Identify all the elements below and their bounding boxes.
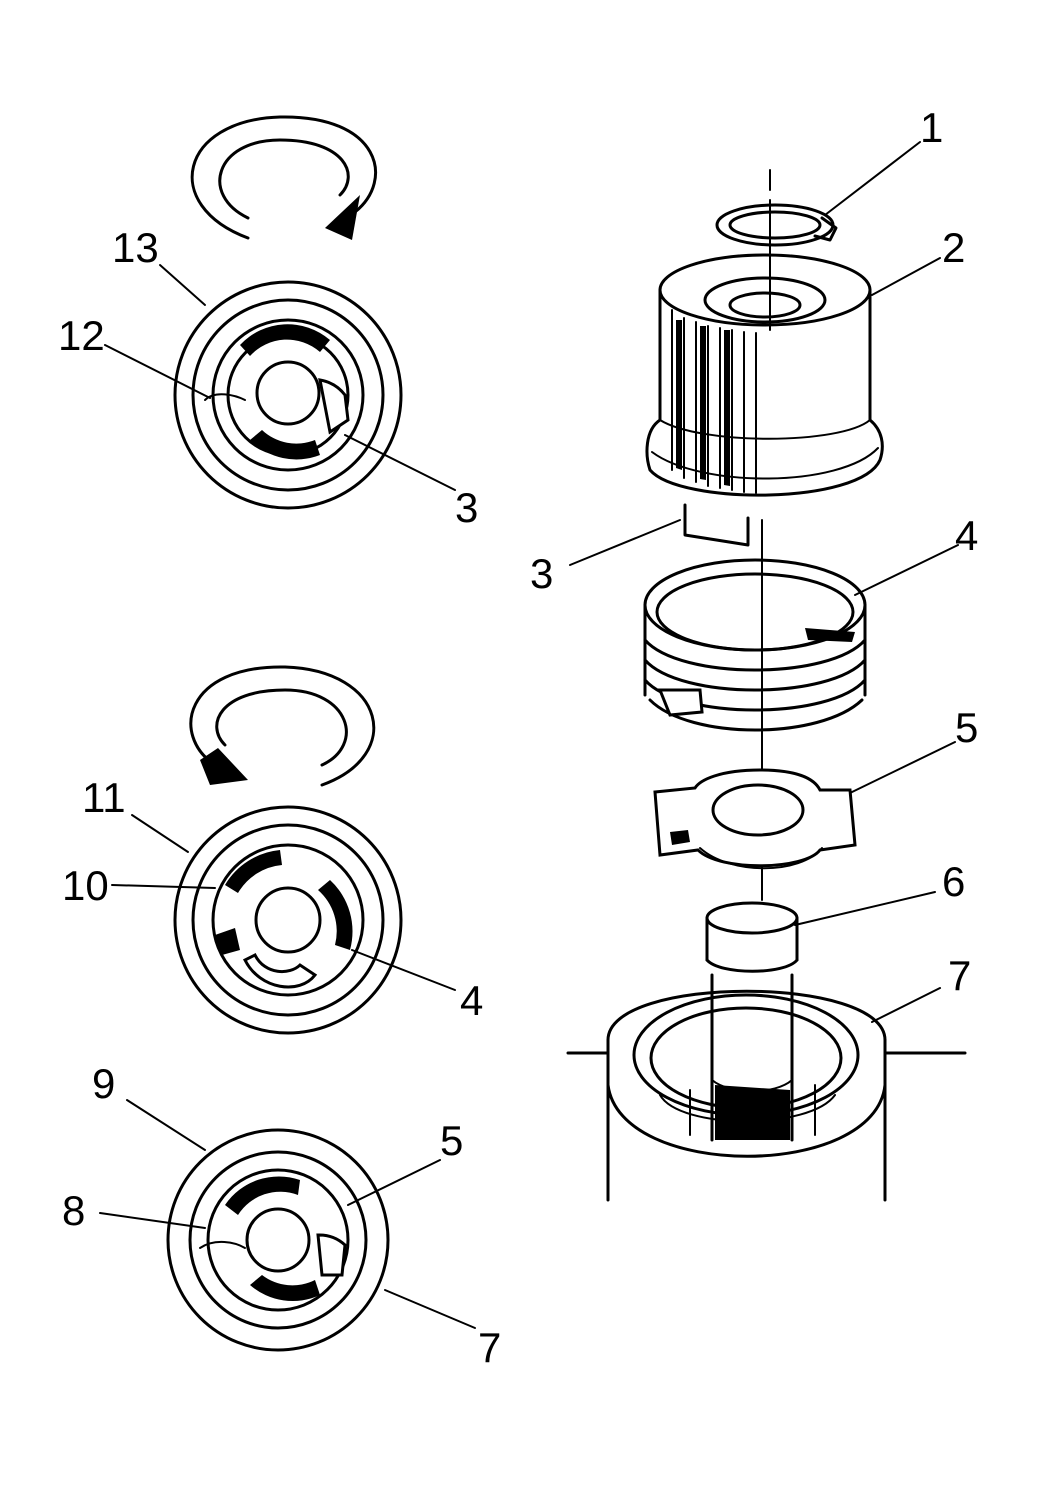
label-7-right: 7	[948, 952, 971, 999]
rotation-arrow-clockwise-icon	[190, 115, 378, 240]
label-11: 11	[82, 774, 126, 821]
label-3-right: 3	[530, 550, 553, 597]
label-7-left: 7	[478, 1324, 501, 1371]
label-3-left: 3	[455, 484, 478, 531]
label-2: 2	[942, 224, 965, 271]
label-1: 1	[920, 104, 943, 151]
middle-end-view-assembly	[173, 805, 403, 1035]
label-10: 10	[62, 862, 109, 909]
shaft-part-6	[705, 901, 799, 1142]
label-4-right: 4	[955, 512, 978, 559]
label-9: 9	[92, 1060, 115, 1107]
coil-spring-part-4	[643, 558, 867, 732]
top-end-view-assembly	[173, 280, 403, 510]
label-12: 12	[58, 312, 105, 359]
housing-part-7	[566, 989, 967, 1202]
label-5-right: 5	[955, 704, 978, 751]
callout-labels: 1 2 3 4 5 6 7 13 12 3 11 10 4 9 8 5 7	[58, 104, 978, 1371]
label-5-left: 5	[440, 1117, 463, 1164]
snap-ring-part-1	[715, 203, 838, 247]
cylinder-body-part-2	[645, 253, 884, 547]
bottom-end-view-assembly	[166, 1128, 390, 1352]
label-8: 8	[62, 1187, 85, 1234]
spline-grooves	[671, 309, 757, 494]
label-13: 13	[112, 224, 159, 271]
label-4-left: 4	[460, 977, 483, 1024]
leader-lines	[99, 141, 959, 1329]
label-6: 6	[942, 858, 965, 905]
rotation-arrow-counterclockwise-icon	[189, 665, 376, 787]
drive-tang-part-5	[653, 768, 857, 870]
